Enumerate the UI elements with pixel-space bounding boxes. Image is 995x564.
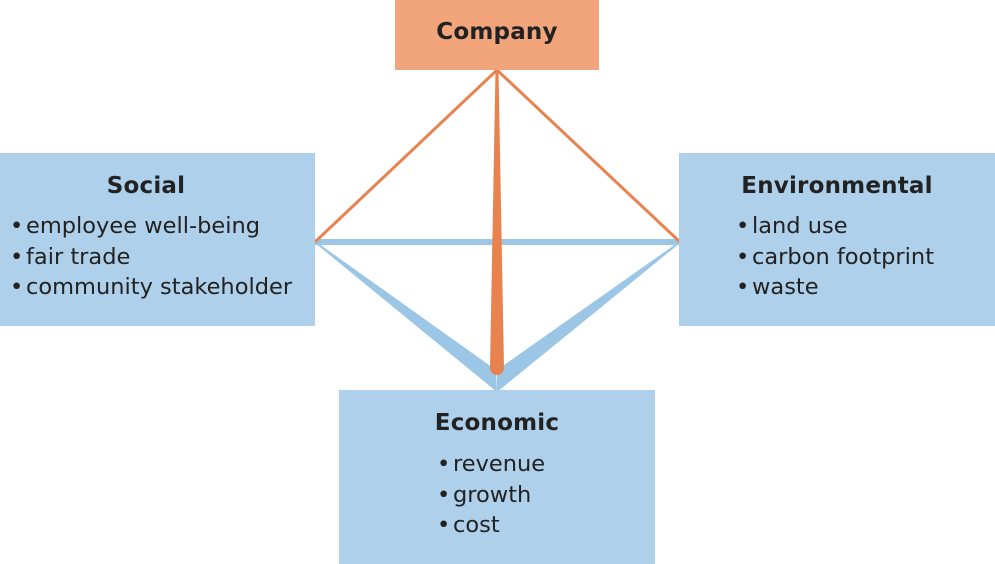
economic-node: Economic revenue growth cost [339,390,655,564]
social-economic-connector [315,241,497,392]
company-social-connector [313,68,499,244]
economic-item: cost [437,510,545,541]
social-title: Social [106,173,186,199]
company-node: Company [395,0,599,70]
environmental-list: land use carbon footprint waste [736,211,934,303]
economic-title: Economic [434,410,560,436]
company-economic-connector [490,70,504,368]
environmental-item: waste [736,272,934,303]
economic-item: revenue [437,449,545,480]
social-item: fair trade [10,242,292,273]
social-item: employee well-being [10,211,292,242]
company-environmental-connector [495,68,682,244]
social-list: employee well-being fair trade community… [10,211,292,303]
environmental-item: land use [736,211,934,242]
social-node: Social employee well-being fair trade co… [0,153,315,326]
environmental-item: carbon footprint [736,242,934,273]
company-economic-connector-end [490,361,504,375]
environmental-node: Environmental land use carbon footprint … [679,153,995,326]
economic-list: revenue growth cost [437,449,545,541]
environmental-economic-connector [497,241,680,392]
social-item: community stakeholder [10,272,292,303]
economic-item: growth [437,480,545,511]
environmental-title: Environmental [741,173,933,199]
company-title: Company [436,19,558,45]
